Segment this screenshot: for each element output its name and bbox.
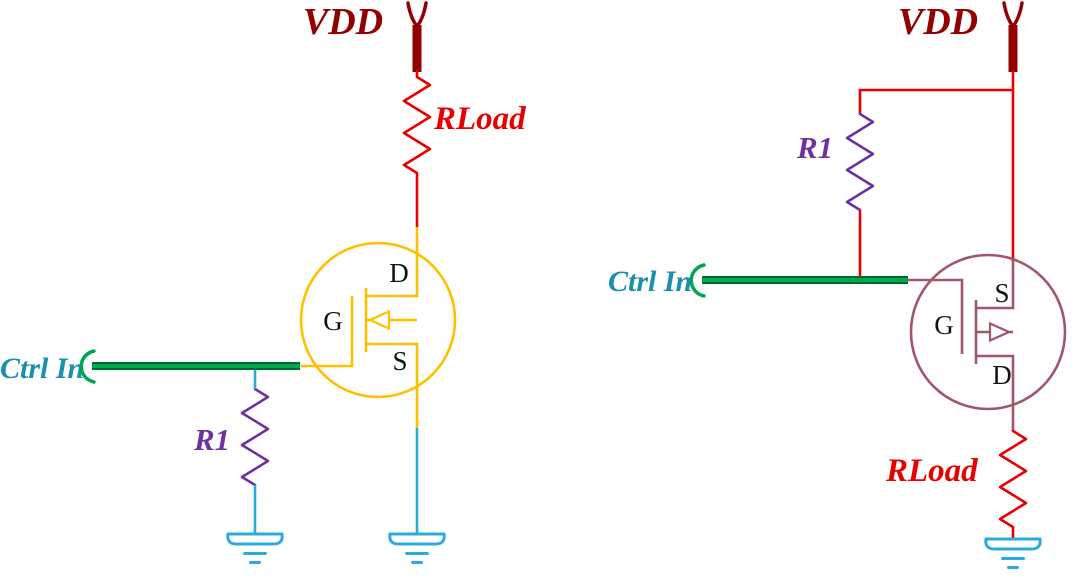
ctrl-in-label: Ctrl In (0, 352, 84, 385)
pmos-arrow-icon (988, 321, 1012, 343)
drain-pin-label: D (992, 360, 1012, 390)
r1-label: R1 (193, 422, 230, 457)
gate-lead (908, 278, 964, 310)
rload-resistor (998, 429, 1028, 529)
r1-branch (845, 112, 875, 212)
drain-pin-label: D (389, 258, 409, 288)
ground-symbol (226, 532, 284, 564)
r1-label: R1 (796, 130, 833, 165)
source-pin-label: S (392, 346, 407, 376)
ctrl-in-label: Ctrl In (608, 265, 692, 298)
ctrl-in-port (689, 263, 908, 298)
rload-branch (402, 70, 432, 227)
r1-resistor (240, 387, 270, 487)
drain-lead (976, 354, 1015, 431)
rload-branch (998, 429, 1028, 539)
left-ground-wires (226, 370, 446, 564)
rload-resistor (402, 75, 432, 175)
right-ground-wires (984, 537, 1042, 569)
vdd-power-terminal (1002, 1, 1024, 74)
vdd-label: VDD (898, 1, 978, 43)
ground-symbol (388, 532, 446, 564)
input-connector-icon (689, 263, 706, 298)
transistor-body-circle (299, 241, 457, 399)
drain-lead (366, 227, 419, 298)
right-circuit: VDD R1 Ctrl In (608, 1, 1067, 569)
wire (858, 88, 1013, 114)
rload-label: RLoad (885, 453, 978, 489)
left-circuit: VDD RLoad D G S Ctrl In (0, 1, 526, 564)
r1-branch (240, 387, 270, 487)
power-terminal-icon (1002, 1, 1024, 74)
vdd-label: VDD (303, 1, 383, 43)
transistor-body-circle (909, 253, 1067, 411)
power-terminal-icon (406, 1, 428, 74)
pmos-transistor (908, 253, 1067, 431)
vdd-red-wires (858, 70, 1015, 281)
nmos-transistor (299, 227, 457, 428)
source-lead (366, 342, 419, 428)
gate-pin-label: G (934, 310, 954, 340)
rload-label: RLoad (433, 101, 526, 137)
input-connector-icon (79, 349, 96, 384)
nmos-arrow-icon (367, 309, 391, 331)
ctrl-in-port (79, 349, 300, 384)
pmos-terminal-labels: S G D (934, 278, 1012, 390)
vdd-power-terminal (406, 1, 428, 74)
source-pin-label: S (994, 278, 1009, 308)
gate-lead (301, 344, 354, 368)
ground-symbol (984, 537, 1042, 569)
nmos-terminal-labels: D G S (323, 258, 409, 376)
gate-pin-label: G (323, 306, 343, 336)
source-lead (976, 261, 1015, 310)
r1-resistor (845, 112, 875, 212)
